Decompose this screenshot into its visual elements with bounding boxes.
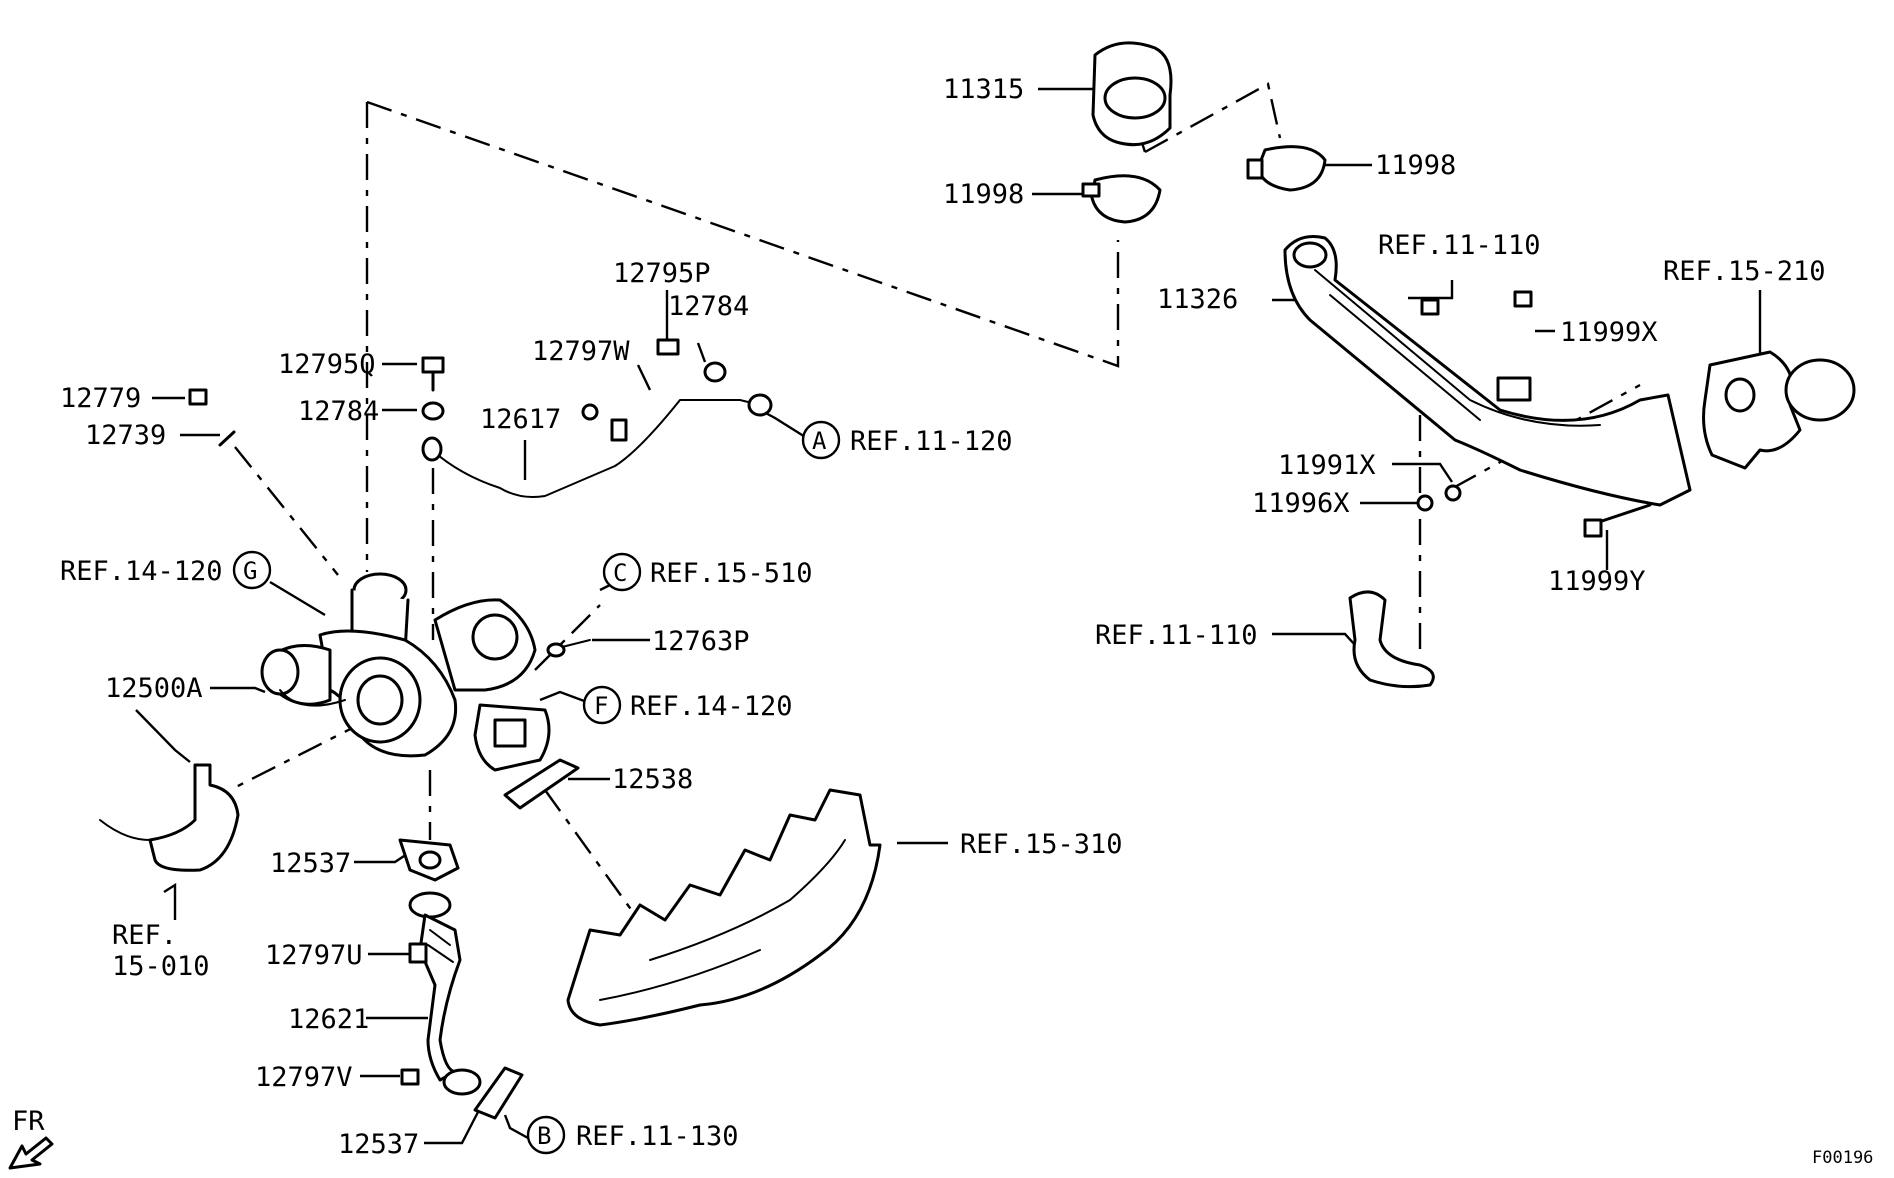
label-12739: 12739 <box>85 420 166 451</box>
label-12784-top: 12784 <box>668 291 749 322</box>
label-12779: 12779 <box>60 383 141 414</box>
label-ref-15-210: REF.15-210 <box>1663 256 1826 287</box>
label-ref-15-510: REF.15-510 <box>650 558 813 589</box>
label-12617: 12617 <box>480 404 561 435</box>
part-labels: 11315 11998 11998 11326 REF.11-110 REF.1… <box>12 74 1873 1168</box>
badge-b: B <box>537 1122 551 1150</box>
label-11999x: 11999X <box>1560 317 1658 348</box>
fr-label: FR <box>12 1106 45 1137</box>
label-11991x: 11991X <box>1278 450 1376 481</box>
label-ref-11-110-top: REF.11-110 <box>1378 230 1541 261</box>
leader-lines <box>135 87 1762 1145</box>
label-12621: 12621 <box>288 1004 369 1035</box>
label-12763p: 12763P <box>652 626 750 657</box>
label-11326: 11326 <box>1157 284 1238 315</box>
badge-f: F <box>594 692 608 720</box>
label-12797u: 12797U <box>265 940 363 971</box>
label-ref-15-310: REF.15-310 <box>960 829 1123 860</box>
badge-g: G <box>243 557 257 585</box>
label-ref-14-120-bottom: REF.14-120 <box>630 691 793 722</box>
label-ref-11-110-bottom: REF.11-110 <box>1095 620 1258 651</box>
label-12795p: 12795P <box>613 258 711 289</box>
label-12784-left: 12784 <box>298 396 379 427</box>
label-ref-15-010-line1: REF. <box>112 920 177 951</box>
part-drawings <box>8 41 1856 1170</box>
label-12500a: 12500A <box>105 673 203 704</box>
diagram-code: F00196 <box>1812 1148 1873 1168</box>
label-11996x: 11996X <box>1252 488 1350 519</box>
label-11999y: 11999Y <box>1548 566 1646 597</box>
label-ref-11-130: REF.11-130 <box>576 1121 739 1152</box>
label-ref-15-010-line2: 15-010 <box>112 951 210 982</box>
label-ref-14-120-top: REF.14-120 <box>60 556 223 587</box>
label-11998-left: 11998 <box>943 179 1024 210</box>
label-12537-top: 12537 <box>270 848 351 879</box>
reference-badges: A G C F B <box>232 420 841 1155</box>
label-12797w: 12797W <box>532 336 630 367</box>
label-11315: 11315 <box>943 74 1024 105</box>
badge-c: C <box>613 559 627 587</box>
label-12795q: 12795Q <box>278 349 376 380</box>
label-11998-right: 11998 <box>1375 150 1456 181</box>
label-12538: 12538 <box>612 764 693 795</box>
label-ref-11-120: REF.11-120 <box>850 426 1013 457</box>
badge-a: A <box>812 427 827 455</box>
label-12797v: 12797V <box>255 1062 353 1093</box>
label-12537-bottom: 12537 <box>338 1129 419 1160</box>
